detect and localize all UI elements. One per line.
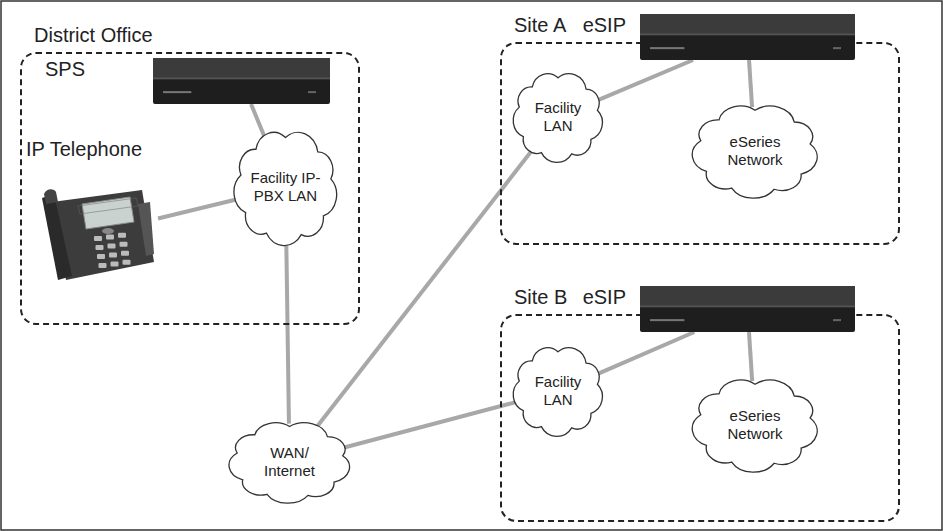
device-body [640, 14, 855, 60]
device-led [833, 319, 841, 321]
network-cloud: Facility LAN [508, 64, 608, 170]
device-badge [650, 47, 684, 49]
network-cloud: Facility IP-PBX LAN [228, 120, 343, 255]
network-label: Facility IP-PBX LAN [248, 169, 324, 205]
cloud-outline [692, 106, 817, 198]
network-cloud: Facility LAN [508, 338, 608, 444]
cloud-outline [692, 380, 817, 472]
phone-drawing [42, 189, 154, 280]
network-cloud: WAN/ Internet [222, 414, 357, 510]
device-body [640, 286, 855, 332]
device-top [640, 286, 855, 305]
network-link [749, 60, 752, 107]
device-edge [153, 77, 330, 79]
network-label: Facility LAN [520, 373, 596, 409]
device-led [308, 91, 316, 93]
site-region: SPSIP TelephoneFacility IP-PBX LANDistri… [20, 52, 360, 325]
rack-device: eSIP [640, 14, 855, 60]
cloud-outline [229, 423, 349, 503]
device-top [153, 58, 330, 77]
network-link [749, 332, 752, 381]
cloud-outline [234, 132, 337, 245]
device-picture [153, 58, 330, 104]
site-region: eSIPFacility LANeSeries NetworkSite B [500, 314, 900, 522]
network-link [597, 60, 693, 101]
device-edge [640, 33, 855, 35]
network-cloud: eSeries Network [685, 96, 825, 206]
network-label: eSeries Network [717, 133, 793, 169]
device-picture [640, 286, 855, 332]
device-label: SPS [45, 58, 85, 81]
network-link [158, 199, 238, 218]
network-label: WAN/ Internet [252, 444, 328, 480]
rack-device: SPS [153, 58, 330, 104]
device-badge [650, 319, 684, 321]
phone-picture [38, 184, 158, 282]
device-label: IP Telephone [26, 138, 142, 161]
device-badge [163, 91, 191, 93]
network-label: Facility LAN [520, 99, 596, 135]
network-link [251, 104, 265, 138]
rack-device: eSIP [640, 286, 855, 332]
device-body [153, 58, 330, 104]
site-title: Site B [514, 286, 567, 309]
device-picture [640, 14, 855, 60]
cloud-outline [513, 74, 602, 163]
cloud-outline [513, 348, 602, 437]
network-label: eSeries Network [717, 407, 793, 443]
ip-telephone: IP Telephone [38, 184, 158, 282]
device-label: eSIP [583, 14, 626, 37]
network-link [342, 402, 517, 448]
network-cloud: eSeries Network [685, 370, 825, 480]
site-title: District Office [34, 24, 153, 47]
device-led [833, 47, 841, 49]
network-link [597, 332, 695, 374]
site-title: Site A [514, 14, 566, 37]
device-top [640, 14, 855, 33]
site-region: eSIPFacility LANeSeries NetworkSite A [500, 42, 900, 245]
network-link [286, 242, 289, 424]
device-label: eSIP [583, 286, 626, 309]
device-edge [640, 305, 855, 307]
